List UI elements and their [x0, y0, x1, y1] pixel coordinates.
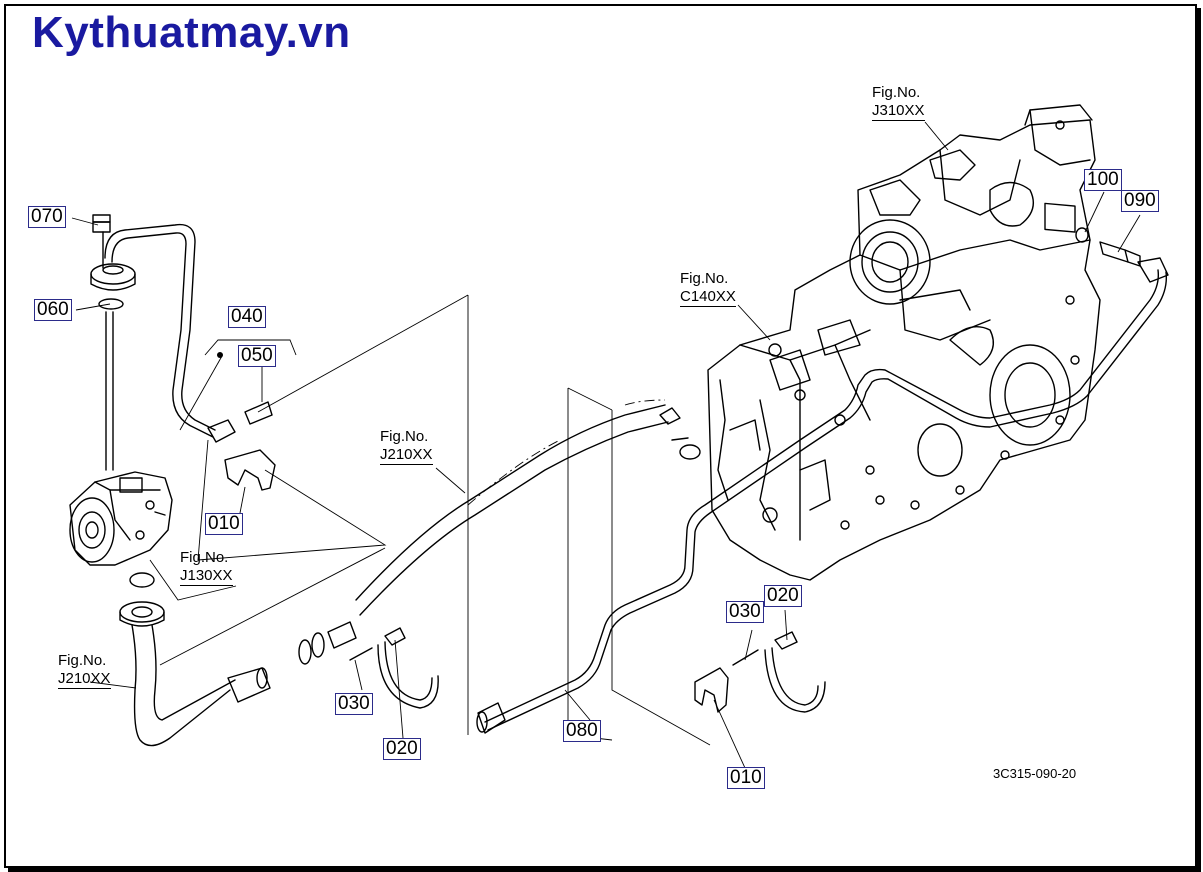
fig-label: Fig.No.: [58, 652, 107, 669]
callout-070[interactable]: 070: [28, 206, 66, 228]
fig-ref-j310[interactable]: Fig.No. J310XX: [872, 84, 925, 121]
callout-040[interactable]: 040: [228, 306, 266, 328]
fig-label: Fig.No.: [180, 549, 229, 566]
fig-number: J130XX: [180, 567, 233, 586]
callout-020-left[interactable]: 020: [383, 738, 421, 760]
fig-label: Fig.No.: [380, 428, 429, 445]
callout-010-right[interactable]: 010: [727, 767, 765, 789]
fig-ref-j130[interactable]: Fig.No. J130XX: [180, 549, 233, 586]
callout-090[interactable]: 090: [1121, 190, 1159, 212]
pointer-dot: [217, 352, 223, 358]
callout-050[interactable]: 050: [238, 345, 276, 367]
fig-number: C140XX: [680, 288, 736, 307]
connector-upper: [659, 407, 701, 460]
fig-ref-j210-mid[interactable]: Fig.No. J210XX: [380, 428, 433, 465]
fig-label: Fig.No.: [872, 84, 921, 101]
fig-number: J310XX: [872, 102, 925, 121]
callout-060[interactable]: 060: [34, 299, 72, 321]
hose-band-right: [732, 631, 826, 713]
drawing-code: 3C315-090-20: [993, 766, 1077, 781]
hydraulic-pump: [69, 471, 173, 566]
callout-010-left[interactable]: 010: [205, 513, 243, 535]
callout-020-right[interactable]: 020: [764, 585, 802, 607]
clamp-010-right: [694, 667, 729, 713]
fig-label: Fig.No.: [680, 270, 729, 287]
fitting-090: [1075, 227, 1141, 267]
callout-080[interactable]: 080: [563, 720, 601, 742]
clamp-010-left: [224, 449, 276, 491]
callout-100[interactable]: 100: [1084, 169, 1122, 191]
return-pipe-left: [90, 214, 273, 471]
suction-pipe: [119, 404, 669, 747]
watermark-logo: Kythuatmay.vn: [32, 8, 351, 57]
callout-030-right[interactable]: 030: [726, 601, 764, 623]
hose-band-left: [349, 627, 439, 709]
fig-ref-j210-left[interactable]: Fig.No. J210XX: [58, 652, 111, 689]
callout-030-left[interactable]: 030: [335, 693, 373, 715]
fig-number: J210XX: [380, 446, 433, 465]
fig-ref-c140[interactable]: Fig.No. C140XX: [680, 270, 736, 307]
transmission-housing: [707, 104, 1101, 581]
fig-number: J210XX: [58, 670, 111, 689]
